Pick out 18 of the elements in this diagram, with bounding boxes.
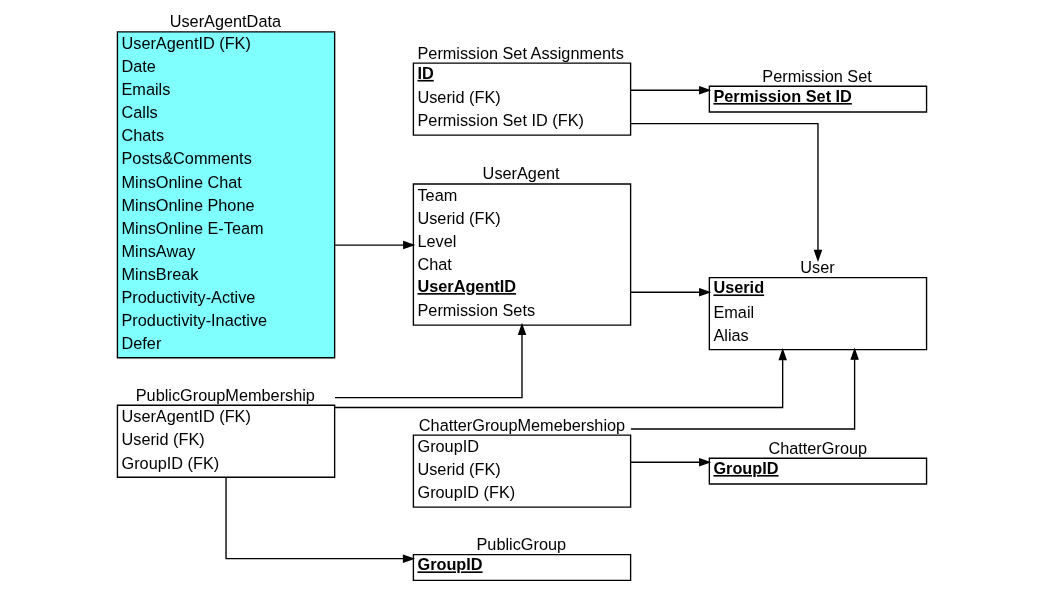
node-label: User xyxy=(800,258,835,277)
node-label: ChatterGroupMemebershiop xyxy=(418,415,626,434)
arrow xyxy=(334,240,416,250)
arrow xyxy=(630,86,712,95)
node-label: UserAgent xyxy=(482,164,560,183)
arrow xyxy=(630,122,823,263)
arrow xyxy=(225,476,416,563)
node-label: PublicGroup xyxy=(476,534,567,553)
arrow xyxy=(630,458,712,467)
arrow xyxy=(334,322,527,399)
node-label: UserAgentData xyxy=(169,12,282,31)
node-label: Permission Set Assignments xyxy=(417,43,624,62)
node-label: Permission Set xyxy=(762,66,872,85)
node-label: PublicGroupMembership xyxy=(135,385,315,404)
node-label: ChatterGroup xyxy=(768,438,868,457)
arrow xyxy=(630,347,859,430)
arrow xyxy=(334,348,787,409)
arrow xyxy=(630,287,712,297)
